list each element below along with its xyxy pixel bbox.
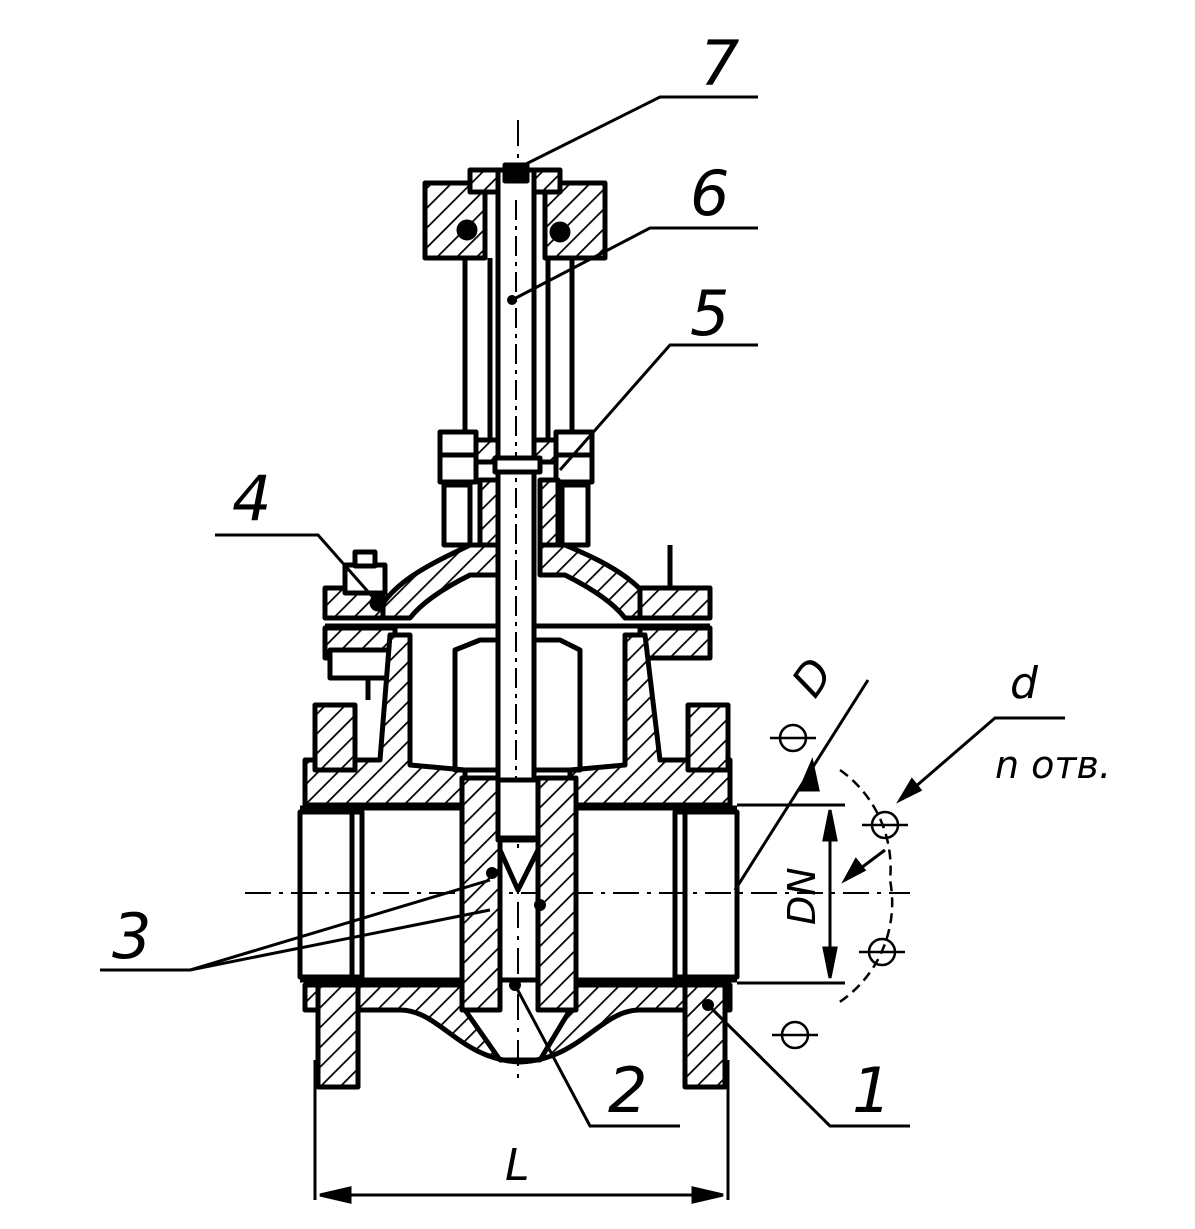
callout-2: 2 [608,1054,647,1127]
callout-1: 1 [852,1054,891,1127]
bolt-hole-pattern [770,723,908,1050]
body-bolt [342,549,388,612]
callout-7: 7 [700,27,739,100]
leader-lines [100,95,910,1128]
dimension-lines [313,679,1065,1204]
valve-section [245,120,910,1090]
valve-body [302,632,733,1065]
callout-numbers: 7 6 5 4 3 2 1 [112,27,891,1127]
callout-6: 6 [690,157,729,230]
hole-count-label: n отв. [995,743,1111,787]
callout-3: 3 [112,900,151,973]
gland-bolts [437,429,595,553]
bonnet [322,542,713,621]
length-label: L [505,1140,530,1191]
nominal-diameter-label: DN [780,867,824,925]
callout-5: 5 [690,277,729,350]
diameter-label: D [782,649,843,706]
hole-diameter-label: d [1010,658,1039,709]
callout-4: 4 [232,462,271,535]
end-flanges [297,805,740,1090]
stem [492,162,543,843]
dimension-labels: L D DN d n отв. [505,649,1111,1191]
wedge [459,775,579,1013]
